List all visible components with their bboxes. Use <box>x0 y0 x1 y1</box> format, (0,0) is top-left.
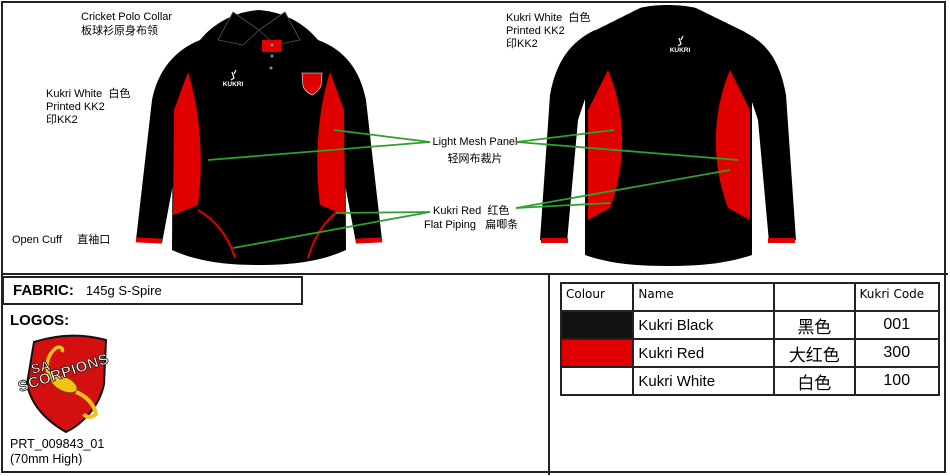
front-logo-line1-cn: 白色 <box>108 87 131 100</box>
collar-label: Cricket Polo Collar 板球衫原身布领 <box>81 11 172 37</box>
colour-swatch <box>559 310 635 340</box>
front-right-piping <box>307 207 343 259</box>
piping-line1-cn: 红色 <box>487 204 510 217</box>
back-logo-line3: 印KK2 <box>506 38 538 50</box>
cuff-label: Open Cuff 直袖口 <box>12 233 110 247</box>
front-left-piping <box>197 209 236 259</box>
back-shirt: KUKRI <box>540 5 796 266</box>
garment-illustration: KUKRI KUKRI <box>135 5 796 266</box>
back-right-sleeve <box>738 30 796 242</box>
piping-line2: Flat Piping <box>424 219 476 231</box>
table-row: Kukri Black 黑色 001 <box>559 310 941 340</box>
front-shirt: KUKRI <box>135 10 383 265</box>
front-logo-line1: Kukri White <box>46 88 103 100</box>
logo-code-block: PRT_009843_01 (70mm High) <box>10 437 104 467</box>
back-logo-line1: Kukri White <box>506 12 563 24</box>
front-left-cuff <box>135 237 163 244</box>
cuff-label-en: Open Cuff <box>12 234 62 246</box>
logo-size: (70mm High) <box>10 452 83 466</box>
back-body <box>585 5 752 266</box>
header-chinese <box>773 282 856 312</box>
colour-name: Kukri Black <box>632 310 776 340</box>
fabric-value: 145g S-Spire <box>85 283 162 298</box>
colour-name-cn: 白色 <box>773 366 856 396</box>
back-kukri-logo: KUKRI <box>670 47 691 54</box>
collar-label-en: Cricket Polo Collar <box>81 11 173 23</box>
mesh-panel-label: Light Mesh Panel 轻网布裁片 <box>432 136 518 165</box>
section-divider-vertical <box>548 273 550 475</box>
mesh-panel-label-cn: 轻网布裁片 <box>447 152 503 165</box>
front-right-mesh-panel <box>317 72 345 215</box>
back-right-mesh-panel <box>715 70 750 220</box>
scorpion-icon <box>45 345 99 419</box>
cuff-label-cn: 直袖口 <box>77 233 111 246</box>
back-left-mesh-panel <box>588 70 623 220</box>
logo-code: PRT_009843_01 <box>10 437 105 451</box>
front-logo-line2: Printed KK2 <box>46 101 105 113</box>
sa-scorpions-logo: SA SCORPIONS <box>16 334 111 434</box>
front-left-mesh-panel <box>173 72 201 215</box>
table-row: Kukri Red 大红色 300 <box>559 338 941 368</box>
table-row: Kukri White 白色 100 <box>559 366 941 396</box>
front-kukri-logo: KUKRI <box>223 81 244 88</box>
colour-code: 001 <box>853 310 941 340</box>
fabric-box: FABRIC: 145g S-Spire <box>2 276 303 305</box>
leader-lines <box>207 129 739 249</box>
front-right-cuff <box>355 237 383 244</box>
section-divider <box>1 273 948 275</box>
logos-label: LOGOS: <box>10 312 70 329</box>
collar-label-cn: 板球衫原身布领 <box>81 24 158 37</box>
fabric-label: FABRIC: <box>13 282 74 299</box>
front-logo-label: Kukri White 白色 Printed KK2 印KK2 <box>46 87 130 127</box>
back-right-cuff <box>768 238 795 243</box>
colour-table-header: Colour Name Kukri Code <box>559 282 941 312</box>
front-scorpions-logo <box>301 72 323 96</box>
piping-label: Kukri Red 红色 Flat Piping 扁唧条 <box>424 204 518 232</box>
back-logo-line2: Printed KK2 <box>506 25 565 37</box>
colour-table: Colour Name Kukri Code Kukri Black 黑色 00… <box>559 282 941 396</box>
back-left-cuff <box>541 238 568 243</box>
mesh-panel-label-en: Light Mesh Panel <box>432 136 518 148</box>
front-logo-line3: 印KK2 <box>46 114 78 126</box>
colour-name: Kukri Red <box>632 338 776 368</box>
colour-code: 300 <box>853 338 941 368</box>
logo-text-sa: SA <box>29 357 51 377</box>
header-kukri-code: Kukri Code <box>853 282 941 312</box>
colour-swatch <box>559 338 635 368</box>
header-colour: Colour <box>559 282 635 312</box>
back-logo-label: Kukri White 白色 Printed KK2 印KK2 <box>506 11 590 51</box>
colour-swatch <box>559 366 635 396</box>
piping-line2-cn: 扁唧条 <box>485 218 519 231</box>
colour-code: 100 <box>853 366 941 396</box>
header-name: Name <box>632 282 776 312</box>
colour-name: Kukri White <box>632 366 776 396</box>
piping-line1: Kukri Red <box>433 205 482 217</box>
colour-name-cn: 大红色 <box>773 338 856 368</box>
back-logo-line1-cn: 白色 <box>568 11 591 24</box>
colour-name-cn: 黑色 <box>773 310 856 340</box>
